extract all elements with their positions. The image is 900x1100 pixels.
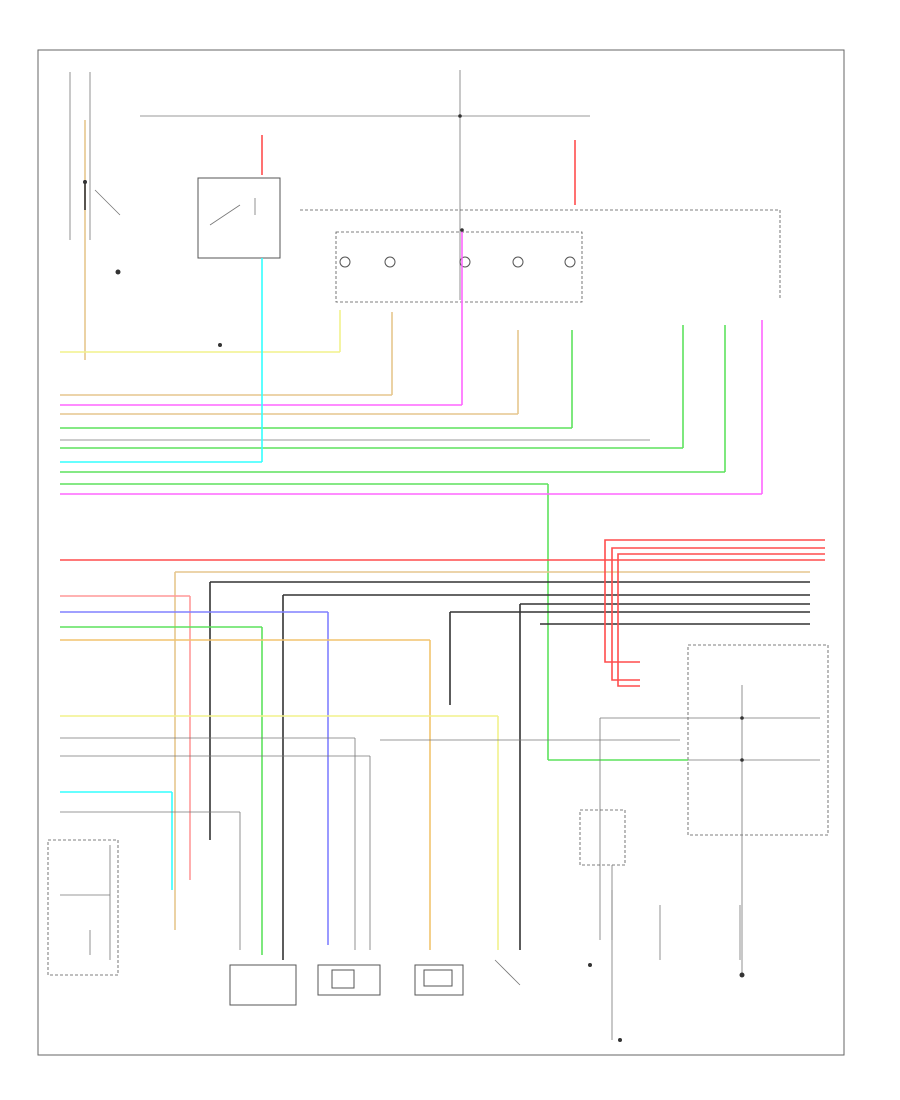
ground-point (115, 269, 121, 275)
indicator-lamp-4 (512, 256, 524, 268)
relay-box (197, 177, 281, 259)
diagram-frame (37, 49, 845, 1056)
sensor-connector-2 (317, 964, 381, 996)
switch-contact (83, 180, 87, 184)
sensor-connector-1 (229, 964, 297, 1006)
sensor-connector-4 (494, 959, 521, 986)
fuel-relay-lower (579, 809, 626, 866)
indicator-cluster (335, 231, 583, 303)
upper-harness (60, 230, 763, 760)
indicator-lamp-5 (564, 256, 576, 268)
right-red-bundle (604, 539, 825, 687)
hot-feed-left (69, 72, 121, 360)
ground-lower-2 (618, 1038, 622, 1042)
indicator-lamp-1 (339, 256, 351, 268)
control-module-box (47, 839, 119, 976)
indicator-lamp-3 (459, 256, 471, 268)
ground-lower-1 (588, 963, 592, 967)
lower-harness (60, 559, 825, 960)
indicator-lamp-2 (384, 256, 396, 268)
fuel-pump-module (687, 644, 829, 836)
top-bus (140, 70, 781, 300)
sensor-connector-3 (414, 964, 464, 996)
ground-right (739, 972, 745, 978)
